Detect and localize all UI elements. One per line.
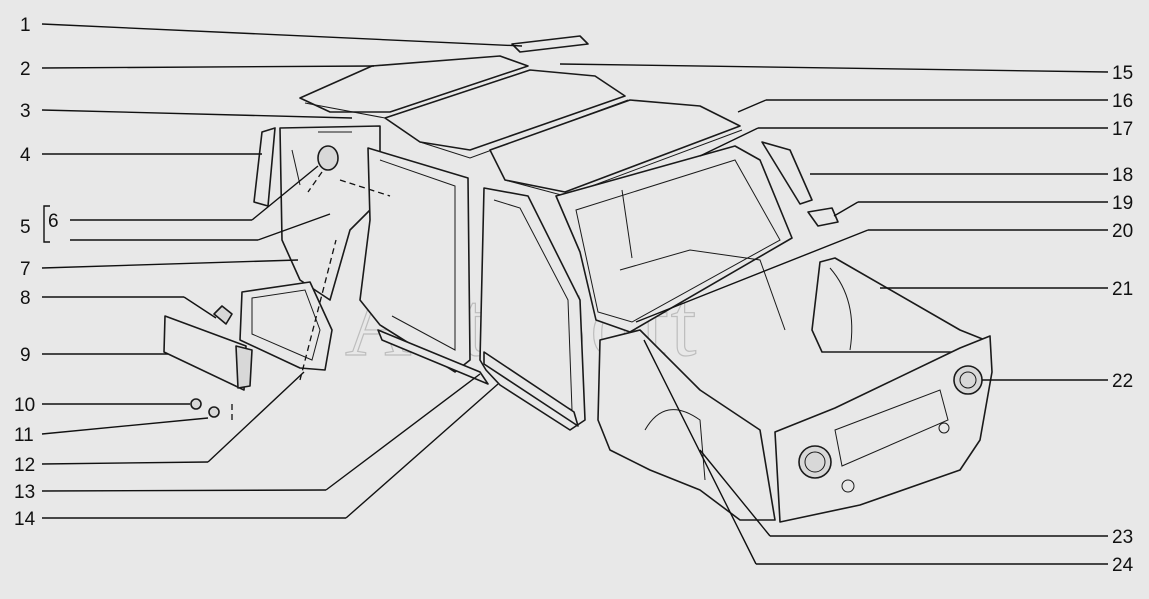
part-headlight-right [953, 365, 983, 395]
callout-17: 17 [1112, 119, 1133, 140]
callout-2: 2 [20, 59, 31, 80]
part-buffer-8 [213, 305, 233, 325]
callout-14: 14 [14, 509, 36, 530]
part-screw-10 [190, 398, 202, 410]
part-bracket-19 [807, 207, 839, 227]
callout-3: 3 [20, 101, 31, 122]
callouts: 1 2 3 4 5 6 7 8 9 10 11 12 13 14 15 16 1… [14, 15, 1134, 576]
callout-16: 16 [1112, 91, 1133, 112]
part-filler-door-side [235, 345, 253, 389]
part-grille-area [834, 389, 949, 467]
callout-9: 9 [20, 345, 31, 366]
part-front-panel [774, 335, 993, 523]
part-sill-13 [377, 329, 489, 385]
callout-6: 6 [48, 211, 59, 232]
callout-15: 15 [1112, 63, 1133, 84]
part-wheel-arch [644, 409, 706, 481]
callout-11: 11 [14, 425, 34, 446]
callout-22: 22 [1112, 371, 1133, 392]
part-fuel-filler [317, 145, 339, 171]
callout-7: 7 [20, 259, 31, 280]
callout-10: 10 [14, 395, 35, 416]
car-body-drawing [163, 35, 993, 523]
callout-19: 19 [1112, 193, 1133, 214]
callout-21: 21 [1112, 279, 1133, 300]
leader-lines [41, 23, 1109, 565]
part-filler-door [163, 315, 247, 391]
part-filler-housing [239, 281, 333, 371]
part-headlight-left [798, 445, 832, 479]
part-pillar-trim [253, 127, 276, 207]
part-engine-bay [811, 257, 991, 357]
callout-20: 20 [1112, 221, 1133, 242]
callout-23: 23 [1112, 527, 1133, 548]
callout-5: 5 [20, 217, 31, 238]
part-rear-side-wall [279, 125, 381, 301]
callout-12: 12 [14, 455, 35, 476]
callout-24: 24 [1112, 555, 1134, 576]
part-windshield-frame [555, 145, 793, 333]
part-sill-14 [483, 351, 579, 427]
callout-1: 1 [20, 15, 31, 36]
part-nut-11 [208, 406, 220, 418]
callout-13: 13 [14, 482, 35, 503]
callout-18: 18 [1112, 165, 1133, 186]
part-bracket-18 [761, 141, 813, 205]
callout-8: 8 [20, 288, 31, 309]
callout-4: 4 [20, 145, 31, 166]
part-roof-rail [511, 35, 589, 53]
